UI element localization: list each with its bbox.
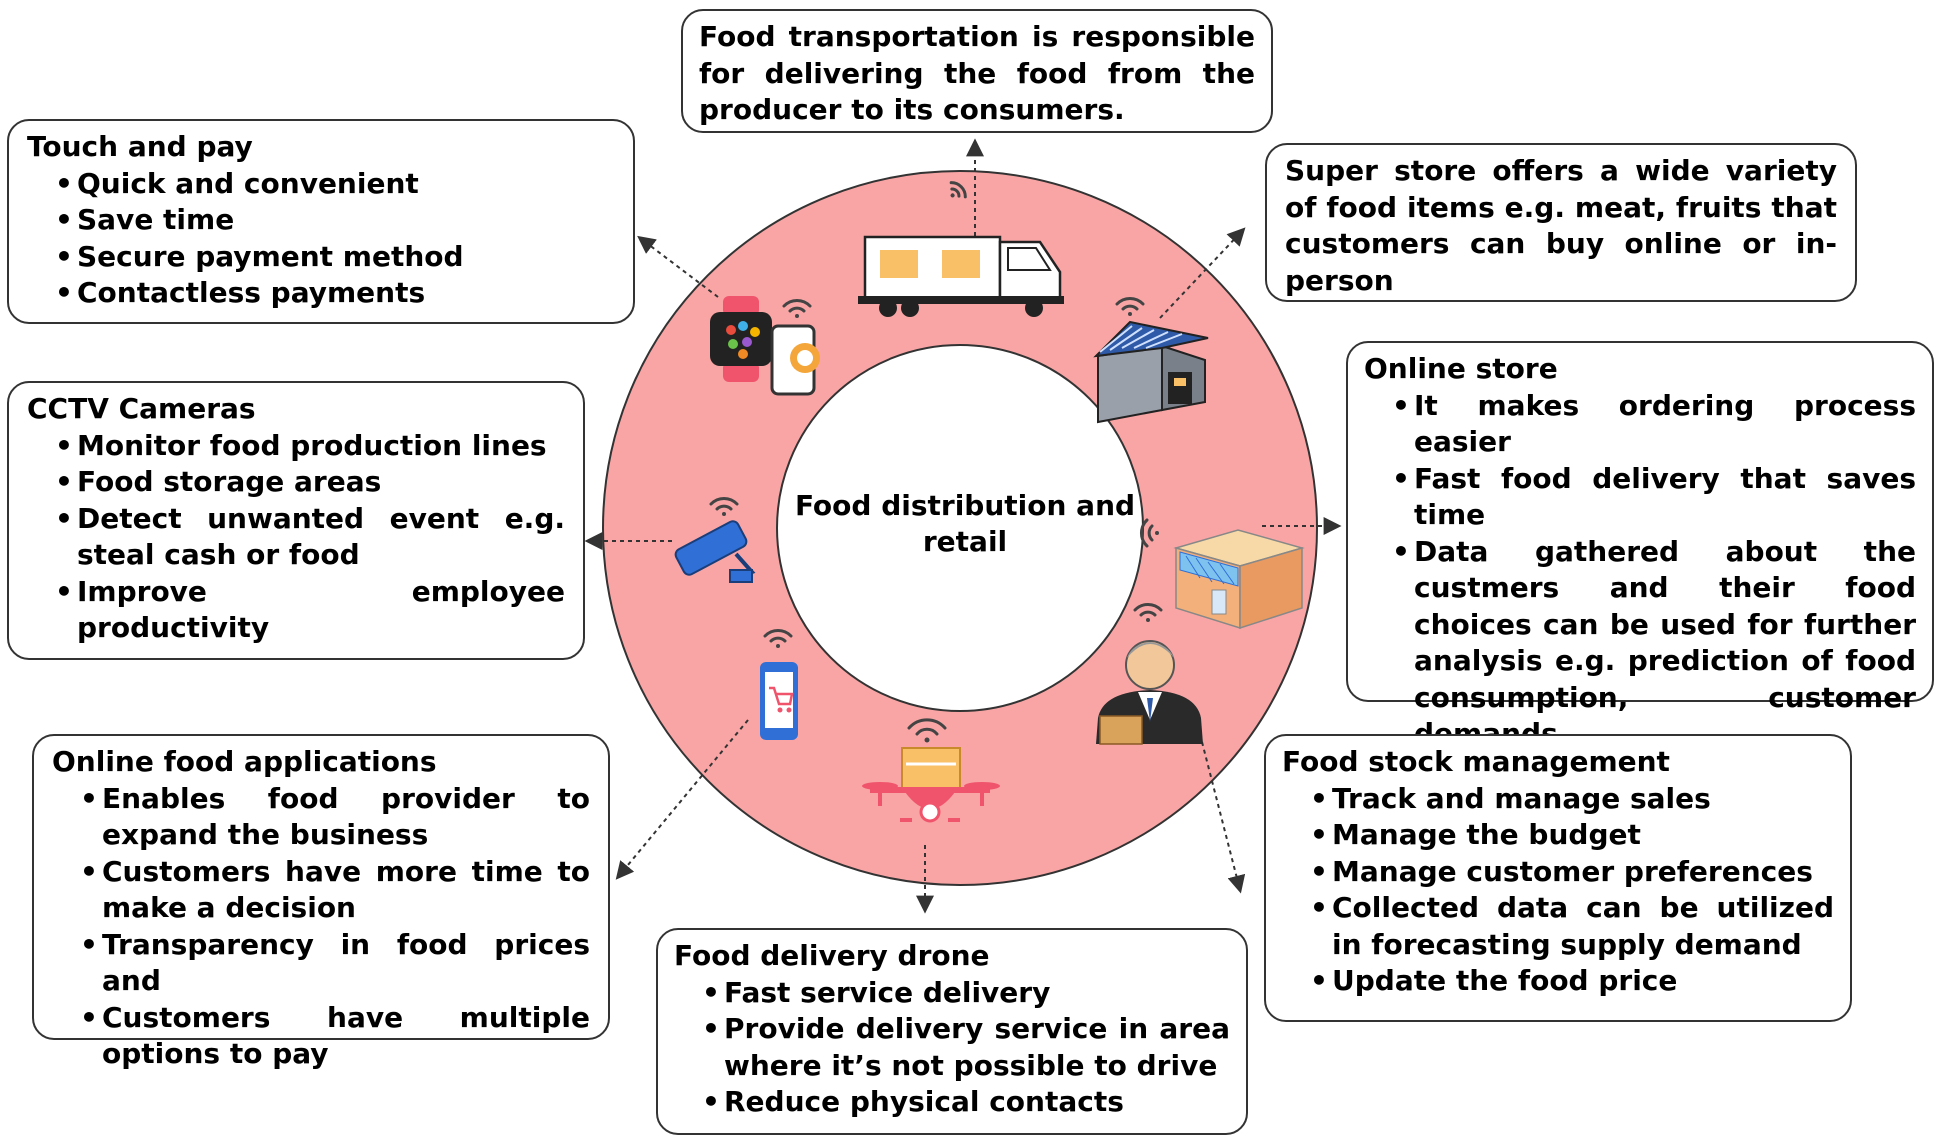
list-item: Track and manage sales [1308, 781, 1834, 818]
list-item: Food storage areas [53, 464, 565, 501]
smartphone-cart-icon [760, 662, 798, 740]
touch-pay-title: Touch and pay [27, 130, 253, 163]
wifi-icon [1133, 603, 1163, 622]
superstore-box: Super store offers a wide variety of foo… [1265, 143, 1857, 302]
list-item: It makes ordering process easier [1390, 388, 1916, 461]
list-item: Detect unwanted event e.g. steal cash or… [53, 501, 565, 574]
wifi-icon [949, 181, 967, 199]
list-item: Improve employee productivity [53, 574, 565, 647]
transportation-box: Food transportation is responsible for d… [681, 9, 1273, 133]
list-item: Save time [53, 202, 615, 239]
wifi-icon [1140, 518, 1159, 548]
cctv-camera-icon [674, 520, 756, 583]
store-icon [1093, 320, 1209, 424]
list-item: Reduce physical contacts [700, 1084, 1230, 1121]
superstore-text: Super store offers a wide variety of foo… [1285, 154, 1837, 297]
arrow-stock [1201, 741, 1246, 894]
drone-box: Food delivery drone Fast service deliver… [656, 928, 1248, 1135]
online-store-icon [1173, 529, 1305, 630]
wifi-icon [782, 299, 812, 318]
online-store-title: Online store [1364, 352, 1558, 385]
list-item: Collected data can be utilized in foreca… [1308, 890, 1834, 963]
list-item: Customers have more time to make a decis… [78, 854, 590, 927]
list-item: Fast service delivery [700, 975, 1230, 1012]
stock-title: Food stock management [1282, 745, 1670, 778]
stock-box: Food stock management Track and manage s… [1264, 734, 1852, 1022]
list-item: Manage the budget [1308, 817, 1834, 854]
center-title: Food distribution and retail [794, 489, 1136, 558]
online-apps-title: Online food applications [52, 745, 437, 778]
truck-icon [858, 235, 1064, 317]
wifi-icon [709, 497, 739, 516]
list-item: Monitor food production lines [53, 428, 565, 465]
cctv-title: CCTV Cameras [27, 392, 256, 425]
list-item: Quick and convenient [53, 166, 615, 203]
wifi-icon [763, 629, 793, 648]
delivery-drone-icon [862, 747, 1000, 823]
drone-title: Food delivery drone [674, 939, 990, 972]
list-item: Data gathered about the custmers and the… [1390, 534, 1916, 753]
online-apps-box: Online food applications Enables food pr… [32, 734, 610, 1070]
touch-pay-box: Touch and pay Quick and convenient Save … [7, 119, 635, 324]
list-item: Secure payment method [53, 239, 615, 276]
online-store-box: Online store It makes ordering process e… [1346, 341, 1934, 750]
cctv-box: CCTV Cameras Monitor food production lin… [7, 381, 585, 660]
arrow-touch-pay [637, 235, 719, 298]
list-item: Fast food delivery that saves time [1390, 461, 1916, 534]
transportation-text: Food transportation is responsible for d… [699, 20, 1255, 126]
list-item: Update the food price [1308, 963, 1834, 1000]
list-item: Enables food provider to expand the busi… [78, 781, 590, 854]
list-item: Manage customer preferences [1308, 854, 1834, 891]
wifi-icon [907, 718, 947, 743]
list-item: Provide delivery service in area where i… [700, 1011, 1230, 1084]
smartwatch-icon [710, 296, 820, 396]
wifi-icon [1115, 297, 1145, 316]
list-item: Transparency in food prices and [78, 927, 590, 1000]
arrow-online-apps [615, 719, 749, 880]
list-item: Customers have multiple options to pay [78, 1000, 590, 1073]
manager-icon [1096, 640, 1203, 745]
list-item: Contactless payments [53, 275, 615, 312]
